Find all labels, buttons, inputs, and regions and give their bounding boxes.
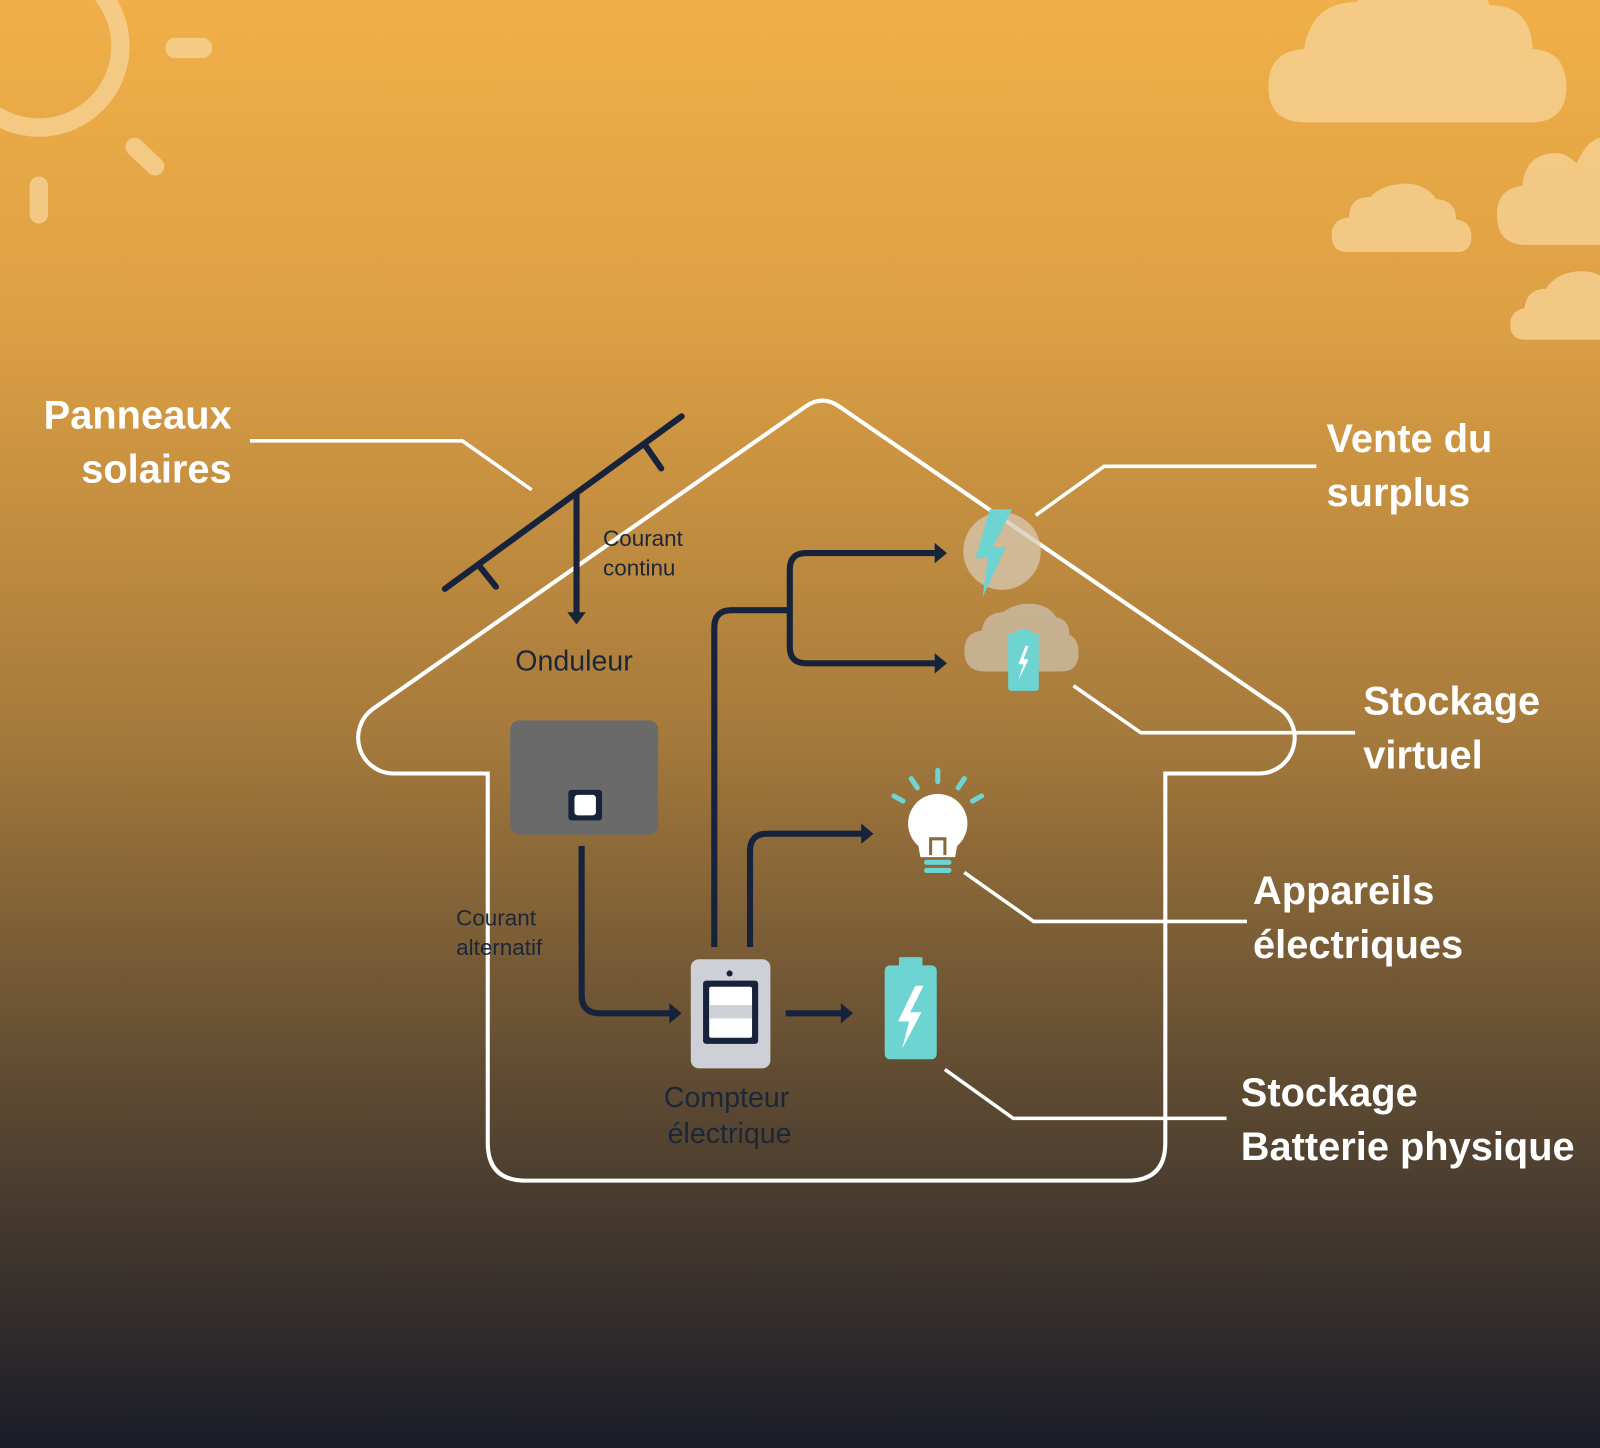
cloud-icon: [1510, 271, 1600, 340]
direct-current-label: continu: [603, 556, 675, 581]
grid-branch-wire: [786, 550, 937, 667]
surplus-sale-label: Vente du: [1327, 417, 1493, 461]
leader-line-surplus: [1034, 464, 1317, 517]
grid-wire: [711, 607, 788, 947]
house-outline: [356, 398, 1297, 1183]
sun-icon: [0, 0, 213, 224]
solar-panels-label: Panneaux: [44, 394, 232, 438]
appliances-label: Appareils: [1253, 869, 1434, 913]
battery-storage-label: Batterie physique: [1241, 1125, 1575, 1169]
arrow-head: [840, 1003, 854, 1024]
arrow-head: [934, 542, 947, 564]
electric-meter-icon: [690, 959, 771, 1069]
leader-line-battery: [943, 1067, 1227, 1121]
meter-label: Compteur: [664, 1082, 790, 1114]
virtual-storage-label: virtuel: [1363, 733, 1482, 777]
cloud-icon: [1496, 137, 1600, 245]
leader-line-virtual-storage: [1072, 684, 1356, 735]
arrow-head: [934, 653, 947, 674]
appliances-label: électriques: [1253, 923, 1463, 967]
surplus-sale-label: surplus: [1327, 471, 1471, 515]
ac-wire: [578, 845, 672, 1017]
alternating-current-label: alternatif: [456, 935, 543, 960]
solar-panels-label: solaires: [81, 448, 231, 492]
arrow-head: [861, 823, 874, 844]
inverter-label: Onduleur: [515, 645, 633, 677]
battery-icon: [884, 957, 937, 1060]
meter-label: électrique: [668, 1118, 792, 1150]
cloud-battery-icon: [964, 603, 1079, 691]
light-bulb-icon: [891, 767, 985, 873]
inverter-icon: [510, 720, 659, 835]
arrow-head: [567, 612, 586, 625]
direct-current-label: Courant: [603, 526, 684, 551]
alternating-current-label: Courant: [456, 906, 537, 931]
appliance-wire: [746, 830, 864, 947]
lightning-icon: [963, 509, 1041, 597]
leader-line-appliances: [963, 871, 1247, 924]
solar-panel-icon: [441, 413, 685, 592]
cloud-icon: [1268, 0, 1567, 123]
arrow-head: [669, 1003, 682, 1024]
leader-line-solar-panels: [250, 439, 533, 492]
cloud-icon: [1331, 183, 1472, 253]
battery-storage-label: Stockage: [1241, 1071, 1418, 1115]
virtual-storage-label: Stockage: [1363, 679, 1540, 723]
